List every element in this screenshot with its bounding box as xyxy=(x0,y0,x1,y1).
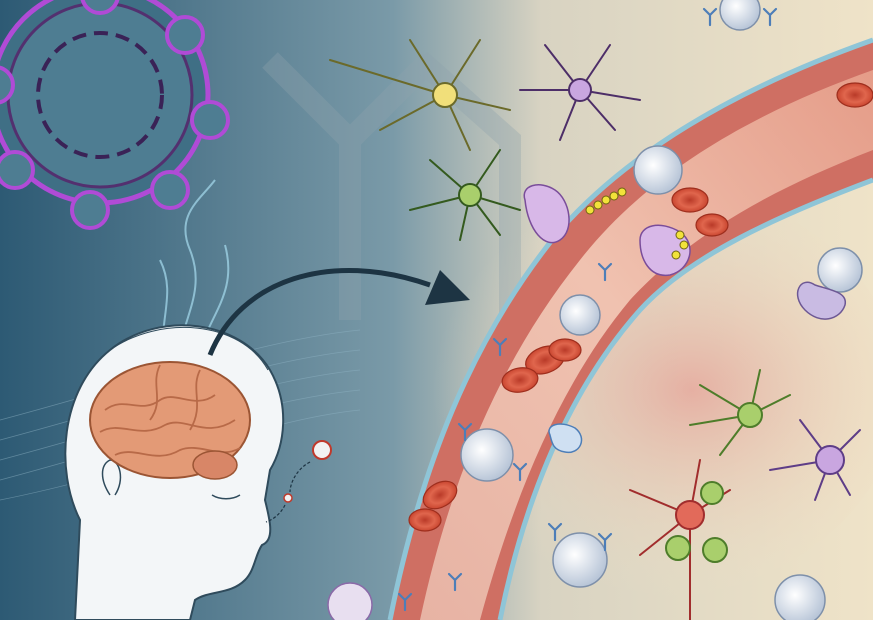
arrow-icon xyxy=(207,267,470,356)
white-blood-cell-icon xyxy=(817,247,863,293)
virus-icon xyxy=(0,0,230,230)
red-blood-cell-icon xyxy=(408,508,442,532)
brain-icon xyxy=(89,361,251,480)
antibody-icon xyxy=(492,337,508,357)
glial-cells xyxy=(329,39,861,620)
small-virus-icon xyxy=(265,440,332,523)
neuron-icon xyxy=(629,459,731,620)
microglia-icon xyxy=(665,535,691,561)
white-blood-cell-icon xyxy=(774,574,826,620)
red-blood-cell-icon xyxy=(548,338,582,362)
white-blood-cells xyxy=(327,0,863,620)
protein-complexes xyxy=(585,187,689,260)
microglia-icon xyxy=(702,537,728,563)
antibody-icon xyxy=(512,462,528,482)
antibody-icon xyxy=(457,422,473,442)
astrocyte-icon xyxy=(769,419,861,501)
red-blood-cell-icon xyxy=(695,213,729,237)
red-blood-cell-icon xyxy=(501,367,539,393)
neuron-icon xyxy=(329,39,511,151)
antibody-icon xyxy=(447,572,463,592)
antibodies xyxy=(397,7,778,612)
white-blood-cell-icon xyxy=(552,532,608,588)
white-blood-cell-icon xyxy=(460,428,514,482)
red-blood-cell-icon xyxy=(671,187,709,213)
microglia-icon xyxy=(409,149,521,241)
red-blood-cell-icon xyxy=(422,480,458,510)
antibody-icon xyxy=(397,592,413,612)
astrocyte-icon xyxy=(519,44,641,141)
antibody-icon xyxy=(762,7,778,27)
antibody-icon xyxy=(547,522,563,542)
white-blood-cell-icon xyxy=(719,0,761,31)
red-blood-cells xyxy=(408,82,873,532)
antibody-icon xyxy=(597,262,613,282)
antibody-icon xyxy=(702,7,718,27)
white-blood-cell-icon xyxy=(633,145,683,195)
white-blood-cell-icon xyxy=(327,582,373,620)
antibody-icon xyxy=(597,532,613,552)
microglia-icon xyxy=(689,369,791,456)
red-blood-cell-icon xyxy=(836,82,873,108)
white-blood-cell-icon xyxy=(559,294,601,336)
microglia-icon xyxy=(700,481,724,505)
